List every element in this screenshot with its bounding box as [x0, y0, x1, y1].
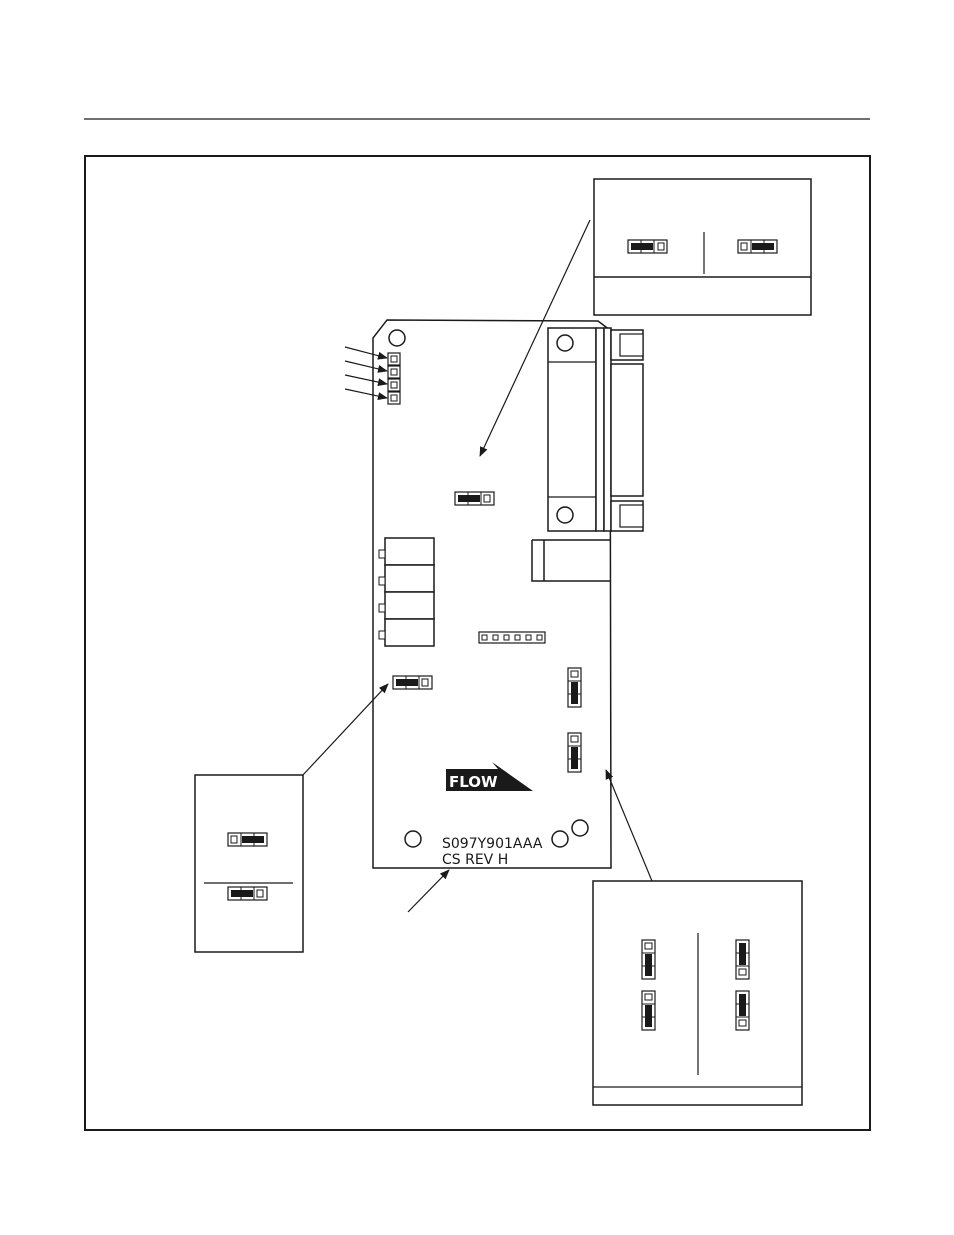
jumper-icon	[455, 492, 494, 505]
mounting-hole	[572, 820, 588, 836]
six-pin-header	[479, 632, 545, 643]
leader-line	[606, 770, 652, 881]
db-connector-icon	[548, 328, 643, 531]
jumper-icon	[736, 991, 749, 1030]
mounting-hole	[552, 831, 568, 847]
jumper-icon	[738, 240, 777, 253]
circuit-board: FLOW S097Y901AAA CS REV H	[345, 320, 643, 868]
jumper-icon	[228, 833, 267, 846]
inset-lower-right	[593, 881, 802, 1105]
mounting-hole	[405, 831, 421, 847]
jumper-icon	[628, 240, 667, 253]
jumper-icon	[568, 668, 581, 707]
terminal-blocks	[379, 538, 434, 646]
inset-top-right	[594, 179, 811, 315]
jumper-icon	[642, 940, 655, 979]
jumper-icon	[642, 991, 655, 1030]
leader-line	[408, 870, 449, 912]
test-point-pins	[388, 353, 400, 404]
board-revision: CS REV H	[442, 852, 508, 868]
jumper-icon	[736, 940, 749, 979]
jumper-icon	[228, 887, 267, 900]
part-number: S097Y901AAA	[442, 836, 543, 852]
flow-label: FLOW	[449, 773, 498, 791]
jumper-icon	[393, 676, 432, 689]
inset-lower-left	[195, 775, 303, 952]
mounting-hole	[389, 330, 405, 346]
jumper-icon	[568, 733, 581, 772]
